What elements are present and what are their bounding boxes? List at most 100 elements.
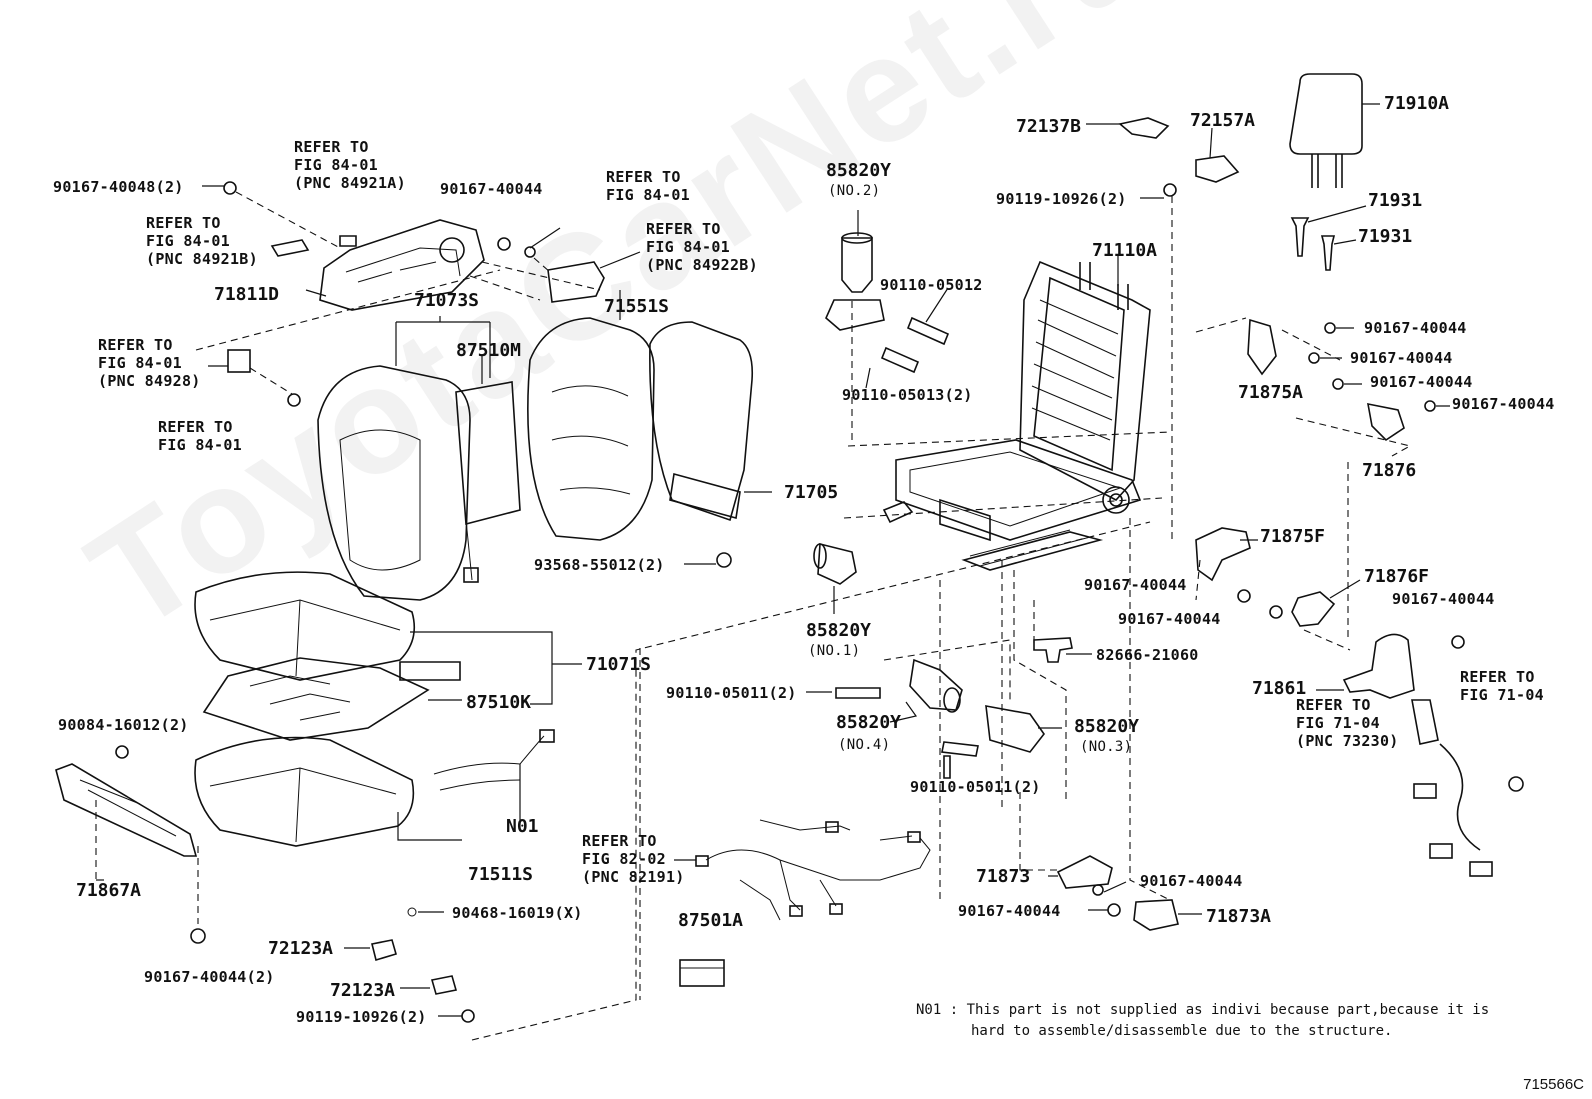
trim-71867a-drawing <box>55 745 206 944</box>
heater-back-drawing <box>455 356 521 583</box>
label-71071S: 71071S <box>586 654 652 675</box>
label-72123A-b: 72123A <box>330 980 396 1001</box>
label-71811D: 71811D <box>214 284 280 305</box>
label-71873A: 71873A <box>1206 906 1272 927</box>
label-90119-10926-2-top: 90119-10926(2) <box>996 190 1127 208</box>
buckle-drawing <box>1316 633 1524 877</box>
label-90084-16012-2: 90084-16012(2) <box>58 716 189 734</box>
label-71511S: 71511S <box>468 864 534 885</box>
motor-no1-drawing <box>813 542 857 614</box>
headrest-drawing <box>1289 73 1380 271</box>
label-71867A: 71867A <box>76 880 142 901</box>
ref-84-01-switch-line1: REFER TO <box>606 168 681 186</box>
label-71551S: 71551S <box>604 296 670 317</box>
label-71873: 71873 <box>976 866 1031 887</box>
label-87510K: 87510K <box>466 692 532 713</box>
label-85820Y-no2: 85820Y <box>826 160 892 181</box>
label-90119-10926-2-bottom: 90119-10926(2) <box>296 1008 427 1026</box>
label-90110-05011-2-b: 90110-05011(2) <box>910 778 1041 796</box>
bottom-parts-drawing <box>344 521 1151 1041</box>
label-71876F: 71876F <box>1364 566 1430 587</box>
switch-84928-drawing <box>208 349 301 407</box>
label-90110-05012: 90110-05012 <box>880 276 983 294</box>
ref-84928: REFER TO FIG 84-01 (PNC 84928) <box>98 336 201 390</box>
label-90167-40048-2: 90167-40048(2) <box>53 178 184 196</box>
seatback-cover-drawing <box>317 316 491 601</box>
label-90167-40044-r1: 90167-40044 <box>1364 319 1467 337</box>
label-90167-40044-m2: 90167-40044 <box>1118 610 1221 628</box>
label-90110-05011-2-a: 90110-05011(2) <box>666 684 797 702</box>
seat-cushion-cover-drawing <box>194 571 582 705</box>
ref-84922B-line1: REFER TO <box>646 220 721 238</box>
label-85820Y-no3-sub: (NO.3) <box>1080 739 1133 755</box>
label-71875F: 71875F <box>1260 526 1326 547</box>
label-90167-40044-r2: 90167-40044 <box>1350 349 1453 367</box>
ref-73230: REFER TO FIG 71-04 (PNC 73230) <box>1296 696 1399 750</box>
label-71876: 71876 <box>1362 460 1417 481</box>
ref-84928-line1: REFER TO <box>98 336 173 354</box>
label-87510M: 87510M <box>456 340 522 361</box>
diagram-id: 715566C <box>1523 1076 1584 1093</box>
clips-drawing <box>1086 117 1240 540</box>
label-71931-a: 71931 <box>1368 190 1423 211</box>
label-90167-40044-r4: 90167-40044 <box>1452 395 1555 413</box>
label-90167-40044-b2: 90167-40044 <box>958 902 1061 920</box>
footnote-line1: N01 : This part is not supplied as indiv… <box>916 1002 1490 1018</box>
ref-84921A-line1: REFER TO <box>294 138 369 156</box>
ref-84922B-line2: FIG 84-01 <box>646 238 730 256</box>
heater-seat-drawing <box>202 657 462 741</box>
ref-84-01-screw: REFER TO FIG 84-01 <box>158 418 242 454</box>
ref-84921B-line3: (PNC 84921B) <box>146 250 258 268</box>
ref-84921A-line2: FIG 84-01 <box>294 156 378 174</box>
label-85820Y-no2-sub: (NO.2) <box>828 183 881 199</box>
label-85820Y-no3: 85820Y <box>1074 716 1140 737</box>
ref-84921B: REFER TO FIG 84-01 (PNC 84921B) <box>146 214 258 268</box>
ref-71-04-a: REFER TO FIG 71-04 <box>1460 668 1544 704</box>
label-72123A-a: 72123A <box>268 938 334 959</box>
label-85820Y-no4: 85820Y <box>836 712 902 733</box>
label-N01: N01 <box>506 816 539 837</box>
label-90167-40044-2-bottom: 90167-40044(2) <box>144 968 275 986</box>
label-71931-b: 71931 <box>1358 226 1413 247</box>
right-covers-drawing <box>1195 317 1450 651</box>
ref-73230-line1: REFER TO <box>1296 696 1371 714</box>
label-85820Y-no1-sub: (NO.1) <box>808 643 861 659</box>
motor-no3-drawing <box>941 518 1171 901</box>
label-71110A: 71110A <box>1092 240 1158 261</box>
ref-84928-line2: FIG 84-01 <box>98 354 182 372</box>
back-board-drawing <box>649 321 772 568</box>
label-85820Y-no4-sub: (NO.4) <box>838 737 891 753</box>
label-87501A: 87501A <box>678 910 744 931</box>
label-71861: 71861 <box>1252 678 1307 699</box>
ecu-drawing <box>679 959 725 987</box>
label-90167-40044-top: 90167-40044 <box>440 180 543 198</box>
ref-84921B-line1: REFER TO <box>146 214 221 232</box>
ref-84-01-switch-line2: FIG 84-01 <box>606 186 690 204</box>
label-85820Y-no1: 85820Y <box>806 620 872 641</box>
label-71705: 71705 <box>784 482 839 503</box>
switch-drawing <box>524 227 641 303</box>
shield-drawing <box>195 181 601 351</box>
motor-no4-drawing <box>806 639 1011 723</box>
label-90167-40044-b1: 90167-40044 <box>1140 872 1243 890</box>
seat-cushion-pad-drawing <box>194 736 462 847</box>
label-71875A: 71875A <box>1238 382 1304 403</box>
label-71910A: 71910A <box>1384 93 1450 114</box>
ref-82191-line3: (PNC 82191) <box>582 868 685 886</box>
footnote-line2: hard to assemble/disassemble due to the … <box>971 1023 1393 1039</box>
ref-84-01-screw-line1: REFER TO <box>158 418 233 436</box>
motor-no2-drawing <box>825 210 950 389</box>
rail-ends-drawing <box>1048 855 1202 931</box>
ref-84-01-screw-line2: FIG 84-01 <box>158 436 242 454</box>
ref-82191-line1: REFER TO <box>582 832 657 850</box>
bracket-82666-drawing <box>1033 637 1092 663</box>
label-90167-40044-m3: 90167-40044 <box>1392 590 1495 608</box>
ref-71-04-a-line2: FIG 71-04 <box>1460 686 1544 704</box>
ref-73230-line3: (PNC 73230) <box>1296 732 1399 750</box>
ref-73230-line2: FIG 71-04 <box>1296 714 1380 732</box>
ref-71-04-a-line1: REFER TO <box>1460 668 1535 686</box>
label-71073S: 71073S <box>414 290 480 311</box>
ref-84922B: REFER TO FIG 84-01 (PNC 84922B) <box>646 220 758 274</box>
